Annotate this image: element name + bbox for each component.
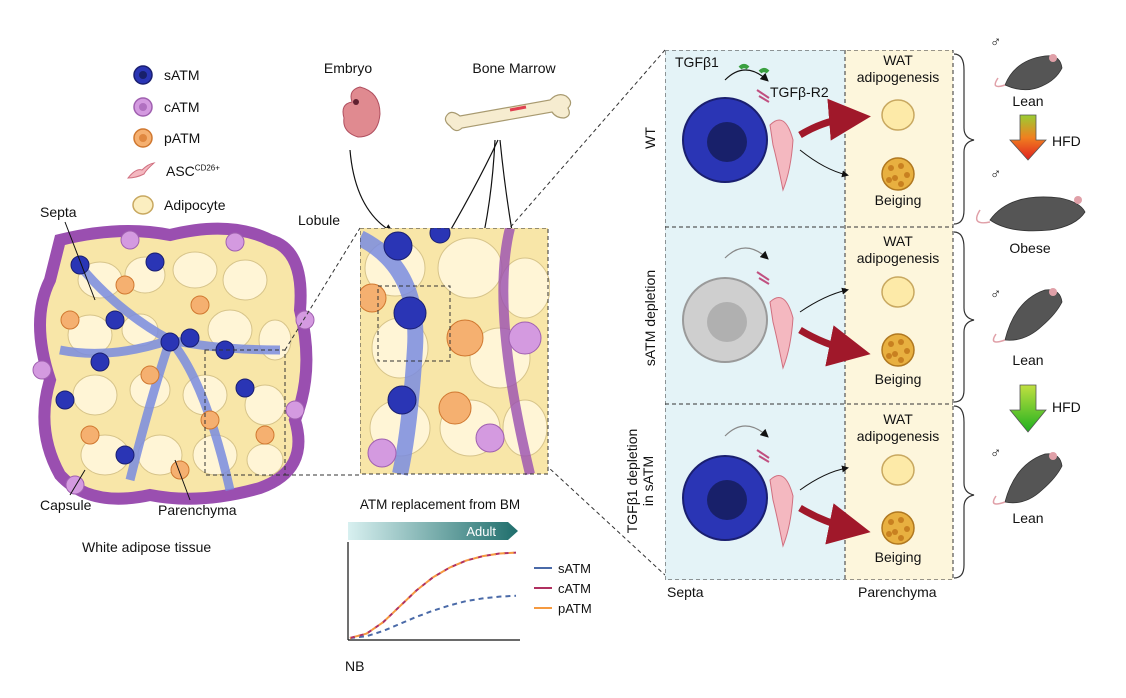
- row-label-wt: WT: [642, 127, 658, 149]
- parenchyma-label: Parenchyma: [158, 502, 237, 518]
- legend-catm: cATM: [132, 96, 200, 118]
- mice-panel: [953, 53, 1086, 579]
- mouse-state-lean-3: Lean: [1012, 510, 1044, 526]
- lobule-zoom: [360, 228, 550, 476]
- septa-label: Septa: [40, 204, 77, 220]
- septa-bottom-label: Septa: [667, 584, 704, 600]
- bone-icon: [444, 94, 572, 132]
- legend-label: pATM: [164, 130, 201, 146]
- tgfb-r2-label: TGFβ-R2: [770, 84, 829, 100]
- row-tgfb1-depletion: [682, 425, 915, 548]
- x-axis-label: NB: [345, 658, 365, 674]
- brace-tgfb1: [953, 405, 975, 579]
- patm-icon: [133, 128, 153, 148]
- legend-label: sATM: [164, 67, 200, 83]
- brace-wt: [953, 53, 975, 225]
- hfd-label-1: HFD: [1052, 133, 1081, 149]
- row-satm-depletion: [682, 247, 915, 370]
- chart-title: ATM replacement from BM: [359, 497, 521, 512]
- asc-icon: [126, 162, 156, 179]
- tissue-caption: White adipose tissue: [82, 539, 212, 555]
- male-symbol-2: ♂: [990, 166, 1002, 183]
- hfd-arrow-up: [1009, 114, 1047, 161]
- male-symbol-3: ♂: [990, 286, 1002, 303]
- embryo-label: Embryo: [323, 60, 373, 76]
- mechanism-panel: [665, 50, 954, 580]
- series-line-cATM: [349, 551, 517, 639]
- mouse-state-lean-2: Lean: [1012, 352, 1044, 368]
- male-symbol-1: ♂: [990, 34, 1002, 51]
- lobule-label: Lobule: [298, 212, 341, 228]
- satm-icon: [133, 65, 153, 85]
- brace-satm: [953, 231, 975, 403]
- line-chart: Adult: [347, 522, 520, 641]
- legend-patm: pATM: [132, 127, 200, 149]
- chart-legend-item: sATM: [534, 558, 592, 578]
- adult-banner-label: Adult: [466, 524, 496, 539]
- chart-legend: sATM cATM pATM: [534, 558, 592, 618]
- hfd-arrow-down: [1009, 384, 1047, 433]
- row-wt: [682, 64, 915, 192]
- adipocyte-icon: [132, 195, 154, 215]
- chart-legend-item: cATM: [534, 578, 592, 598]
- legend-label: cATM: [164, 99, 200, 115]
- male-symbol-4: ♂: [990, 445, 1002, 462]
- row2-bottom-label: Beiging: [874, 371, 922, 387]
- series-line-sATM: [349, 594, 517, 639]
- parenchyma-bottom-label: Parenchyma: [858, 584, 937, 600]
- row-label-satm-depletion: sATM depletion: [642, 269, 658, 367]
- tgfb1-label: TGFβ1: [675, 54, 719, 70]
- row3-top-label: WAT adipogenesis: [856, 411, 940, 444]
- hfd-label-2: HFD: [1052, 399, 1081, 415]
- row1-bottom-label: Beiging: [874, 192, 922, 208]
- legend-label: Adipocyte: [164, 197, 226, 213]
- mouse-lean-1: [1004, 55, 1063, 91]
- row-label-tgfb1-depletion: TGFβ1 depletion in sATM: [624, 428, 656, 534]
- catm-icon: [133, 97, 153, 117]
- series-line-pATM: [349, 551, 517, 639]
- row2-top-label: WAT adipogenesis: [856, 233, 940, 266]
- mouse-lean-2: [1004, 289, 1063, 341]
- adult-banner: [348, 522, 518, 540]
- mouse-lean-3: [1004, 453, 1063, 504]
- bone-marrow-label: Bone Marrow: [472, 60, 556, 76]
- legend-adipocyte: Adipocyte: [132, 194, 225, 216]
- white-adipose-tissue: [32, 222, 315, 505]
- row1-top-label: WAT adipogenesis: [856, 52, 940, 85]
- chart-legend-item: pATM: [534, 598, 592, 618]
- mouse-obese: [989, 196, 1086, 232]
- embryo-icon: [342, 86, 381, 138]
- legend-asc: ASCCD26+: [126, 160, 220, 182]
- capsule-label: Capsule: [40, 497, 92, 513]
- legend-satm: sATM: [132, 64, 200, 86]
- row3-bottom-label: Beiging: [874, 549, 922, 565]
- legend-label: ASCCD26+: [166, 163, 220, 179]
- mouse-state-obese: Obese: [1009, 240, 1051, 256]
- mouse-state-lean-1: Lean: [1012, 93, 1044, 109]
